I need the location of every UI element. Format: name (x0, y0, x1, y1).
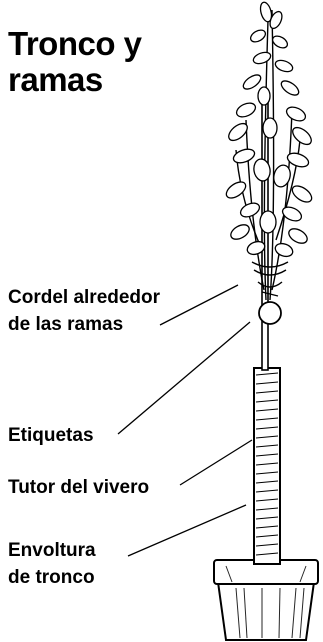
label-stake: Tutor del vivero (8, 477, 150, 498)
label-tags: Etiquetas (8, 425, 94, 446)
tag-ball (258, 301, 282, 325)
title: Tronco y ramas (8, 26, 142, 98)
pointer-lines (117, 284, 253, 557)
title-line-1: Tronco y (8, 25, 142, 62)
pointer-cord (159, 284, 239, 326)
label-wrap-line-2: de tronco (8, 567, 95, 588)
label-wrap-line-1: Envoltura (8, 540, 96, 561)
label-cord-line-1: Cordel alrededor (8, 287, 161, 308)
trunk-wrap (253, 367, 281, 565)
pointer-tags (117, 321, 251, 435)
label-cord: Cordel alrededor de las ramas (8, 284, 160, 338)
title-line-2: ramas (8, 61, 103, 98)
branches (235, 9, 301, 301)
label-wrap: Envoltura de tronco (8, 537, 96, 591)
leaves (225, 1, 313, 258)
pointer-stake (179, 439, 253, 486)
pot (213, 559, 319, 641)
pointer-wrap (127, 504, 247, 557)
label-cord-line-2: de las ramas (8, 314, 124, 335)
